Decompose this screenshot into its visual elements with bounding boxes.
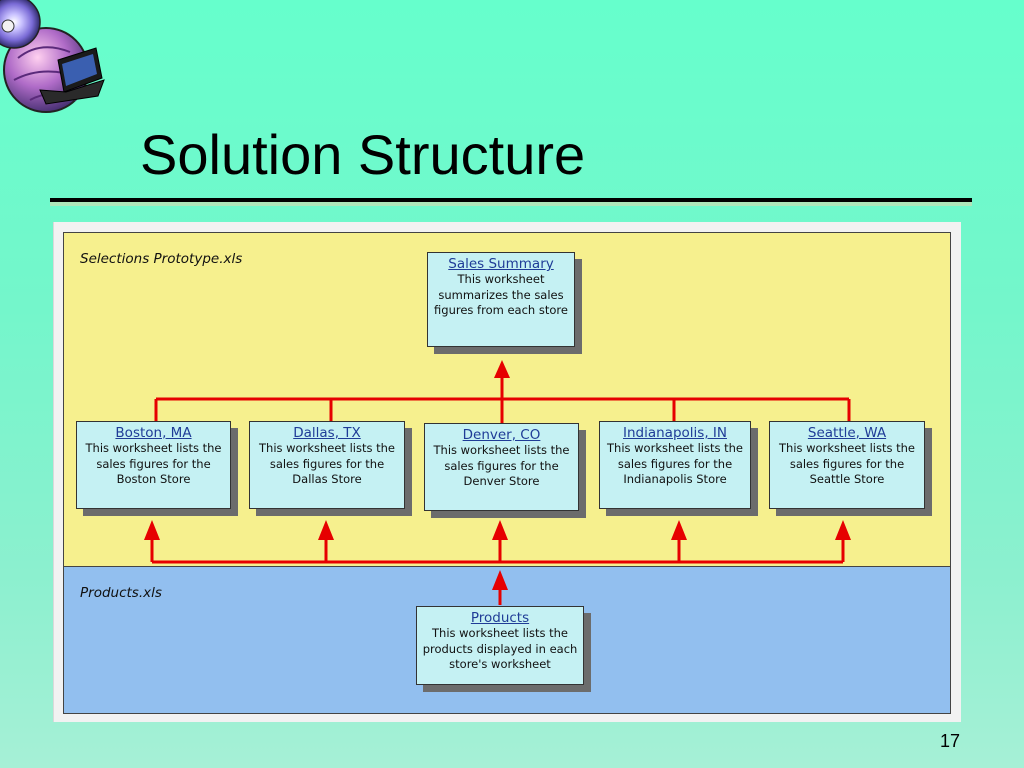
sales-summary-box: Sales Summary This worksheet summarizes … xyxy=(427,252,575,347)
cd-laptop-logo xyxy=(0,0,105,113)
store-heading-seattle[interactable]: Seattle, WA xyxy=(807,425,887,441)
store-box-indianapolis: Indianapolis, IN This worksheet lists th… xyxy=(599,421,751,509)
store-text-indianapolis: This worksheet lists the sales figures f… xyxy=(607,441,743,486)
products-zone-label: Products.xls xyxy=(80,585,162,601)
store-box-seattle: Seattle, WA This worksheet lists the sal… xyxy=(769,421,925,509)
store-heading-indianapolis[interactable]: Indianapolis, IN xyxy=(623,425,727,441)
store-heading-dallas[interactable]: Dallas, TX xyxy=(293,425,361,441)
store-heading-boston[interactable]: Boston, MA xyxy=(115,425,192,441)
selections-zone-label: Selections Prototype.xls xyxy=(80,251,243,267)
store-box-boston: Boston, MA This worksheet lists the sale… xyxy=(76,421,231,509)
store-text-dallas: This worksheet lists the sales figures f… xyxy=(259,441,395,486)
products-box: Products This worksheet lists the produc… xyxy=(416,606,584,685)
store-box-denver: Denver, CO This worksheet lists the sale… xyxy=(424,423,579,511)
store-text-seattle: This worksheet lists the sales figures f… xyxy=(779,441,915,486)
title-divider xyxy=(50,198,972,202)
store-heading-denver[interactable]: Denver, CO xyxy=(462,427,541,443)
slide-title: Solution Structure xyxy=(140,123,586,186)
store-box-dallas: Dallas, TX This worksheet lists the sale… xyxy=(249,421,405,509)
sales-summary-text: This worksheet summarizes the sales figu… xyxy=(434,272,568,317)
title-divider-shadow xyxy=(50,202,972,206)
products-text: This worksheet lists the products displa… xyxy=(422,626,578,671)
store-text-boston: This worksheet lists the sales figures f… xyxy=(85,441,222,486)
sales-summary-heading[interactable]: Sales Summary xyxy=(448,256,554,272)
page-number: 17 xyxy=(940,731,961,751)
products-heading[interactable]: Products xyxy=(470,610,530,626)
store-text-denver: This worksheet lists the sales figures f… xyxy=(433,443,570,488)
